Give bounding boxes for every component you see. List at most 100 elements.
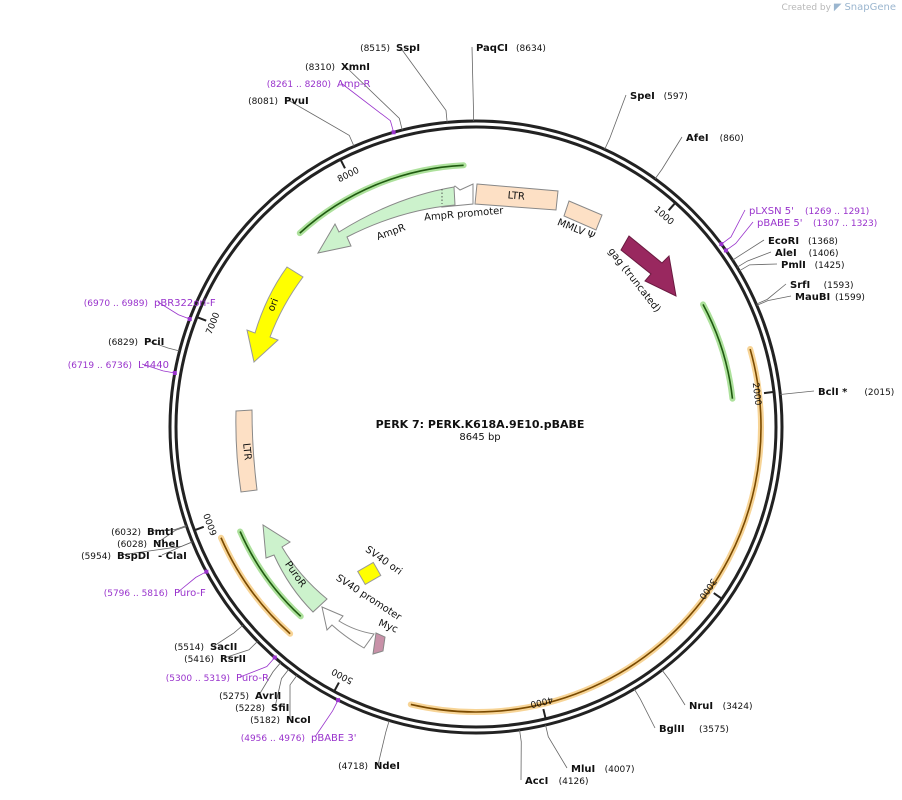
sv40-promoter-arrow: [321, 606, 375, 649]
primer-puro-r[interactable]: Puro-R(5300 .. 5319): [166, 673, 269, 684]
puror-arrow: [262, 524, 328, 613]
primer-pbabe-5-[interactable]: pBABE 5'(1307 .. 1323): [757, 218, 877, 229]
enzyme-mlui[interactable]: MluI(4007): [571, 764, 635, 775]
feature-sv40-ori[interactable]: SV40 ori: [357, 544, 404, 586]
enzyme-bspdi[interactable]: BspDI(5954): [81, 551, 150, 562]
tick-label-3000: 3000: [696, 576, 717, 601]
enzyme-pmli[interactable]: PmlI (1425): [781, 260, 845, 271]
enzyme-leader-19: [258, 662, 281, 696]
primer-mark-4: [172, 370, 177, 375]
ori-label: ori: [266, 297, 281, 313]
enzyme-leader-24: [156, 526, 187, 544]
feature-ori[interactable]: ori: [246, 266, 304, 363]
enzyme-leader-20: [223, 641, 258, 659]
enzyme-paqci[interactable]: PaqCI(8634): [476, 43, 546, 54]
enzyme-leader-15: [519, 729, 522, 781]
enzyme-ncoi[interactable]: NcoI (5182): [250, 715, 311, 726]
primer-l4440[interactable]: L4440(6719 .. 6736): [68, 360, 169, 371]
site-position: (597): [664, 92, 688, 102]
feature-ltr-left[interactable]: LTR: [235, 409, 258, 493]
site-position: (6028): [117, 540, 147, 550]
enzyme-maubi[interactable]: MauBI(1599): [795, 292, 865, 303]
enzyme-pvui[interactable]: PvuI(8081): [248, 96, 309, 107]
site-name: PvuI: [284, 96, 309, 107]
enzyme-afei[interactable]: AfeI (860): [686, 133, 744, 144]
orange-feature-arc-halo: [407, 346, 764, 715]
primer-plxsn-5-[interactable]: pLXSN 5'(1269 .. 1291): [749, 206, 869, 217]
orange-feature-arc[interactable]: [410, 348, 762, 713]
enzyme-leader-2: [344, 65, 403, 131]
enzyme-leader-9: [756, 283, 787, 305]
enzyme-sspi[interactable]: SspI(8515): [360, 43, 420, 54]
enzyme-leader-11: [780, 390, 815, 395]
site-position: (5275): [219, 692, 249, 702]
enzyme--clai[interactable]: - ClaI: [158, 551, 187, 562]
primer-pbr322ori-f[interactable]: pBR322ori-F(6970 .. 6989): [84, 298, 216, 309]
enzyme-ndei[interactable]: NdeI(4718): [338, 761, 400, 772]
site-position: (8310): [305, 63, 335, 73]
site-name: AccI: [525, 776, 548, 787]
primer-mark-1: [719, 242, 724, 247]
site-name: PaqCI: [476, 43, 508, 54]
enzyme-leader-13: [633, 688, 656, 729]
site-position: (5954): [81, 552, 111, 562]
feature-sv40-promoter[interactable]: SV40 promoter: [321, 573, 404, 649]
feature-myc[interactable]: Myc: [372, 618, 399, 655]
enzyme-leader-6: [732, 239, 765, 261]
site-name: Puro-F: [174, 588, 206, 599]
primer-mark-2: [723, 248, 728, 253]
feature-arcs: [218, 162, 764, 715]
tick-label-7000: 7000: [205, 311, 223, 336]
feature-puror[interactable]: PuroR: [262, 524, 328, 613]
enzyme-spei[interactable]: SpeI (597): [630, 91, 688, 102]
site-name: SpeI: [630, 91, 655, 102]
site-position: (860): [720, 134, 744, 144]
site-name: AfeI: [686, 133, 709, 144]
enzyme-bcli-[interactable]: BclI *(2015): [818, 387, 894, 398]
primer-leader-7: [314, 699, 339, 738]
feature-gag[interactable]: gag (truncated): [605, 235, 677, 315]
enzyme-pcii[interactable]: PciI(6829): [108, 337, 164, 348]
enzyme-alei[interactable]: AleI(1406): [775, 248, 839, 259]
orange-feature-arc-left[interactable]: [220, 537, 291, 635]
enzyme-leader-1: [399, 46, 448, 123]
site-name: pBABE 3': [311, 733, 357, 744]
primer-amp-r[interactable]: Amp-R(8261 .. 8280): [267, 79, 371, 90]
green-feature-arc-right[interactable]: [702, 304, 734, 399]
tick-5000: [333, 682, 340, 692]
enzyme-nrui[interactable]: NruI(3424): [689, 701, 753, 712]
primer-pbabe-3-[interactable]: pBABE 3'(4956 .. 4976): [241, 733, 357, 744]
tick-1000: [667, 202, 677, 211]
enzyme-sacii[interactable]: SacII(5514): [174, 642, 237, 653]
enzyme-ecori[interactable]: EcoRI(1368): [768, 236, 838, 247]
site-name: PmlI: [781, 260, 806, 271]
enzyme-leader-25: [150, 525, 187, 532]
primer-puro-f[interactable]: Puro-F(5796 .. 5816): [104, 588, 206, 599]
enzyme-sfii[interactable]: SfiI(5228): [235, 703, 289, 714]
enzyme-acci[interactable]: AccI(4126): [525, 776, 589, 787]
enzyme-bglii[interactable]: BglII(3575): [659, 724, 729, 735]
site-position: (1307 .. 1323): [813, 219, 877, 229]
ltr-left-label: LTR: [240, 443, 253, 461]
green-feature-arc-left[interactable]: [239, 531, 302, 617]
enzyme-srfi[interactable]: SrfI(1593): [790, 280, 854, 291]
feature-ltr-top[interactable]: LTR: [474, 183, 559, 211]
feature-mmlv-psi[interactable]: MMLV Ψ: [556, 200, 603, 242]
site-position: (5182): [250, 716, 280, 726]
site-position: (1425): [815, 261, 845, 271]
site-position: (1406): [809, 249, 839, 259]
site-name: NcoI: [286, 715, 311, 726]
enzyme-xmni[interactable]: XmnI (8310): [305, 62, 370, 73]
enzyme-nhei[interactable]: NheI(6028): [117, 539, 179, 550]
enzyme-rsrii[interactable]: RsrII(5416): [184, 654, 246, 665]
enzyme-avrii[interactable]: AvrII(5275): [219, 691, 281, 702]
green-feature-arc-top[interactable]: [299, 164, 464, 234]
site-name: pBR322ori-F: [154, 298, 216, 309]
enzyme-leader-23: [120, 541, 193, 556]
enzyme-bmti[interactable]: BmtI(6032): [111, 527, 173, 538]
site-name: XmnI: [341, 62, 370, 73]
primer-mark-6: [272, 655, 277, 660]
primer-mark-3: [187, 317, 192, 322]
ori-arrow: [246, 266, 304, 363]
